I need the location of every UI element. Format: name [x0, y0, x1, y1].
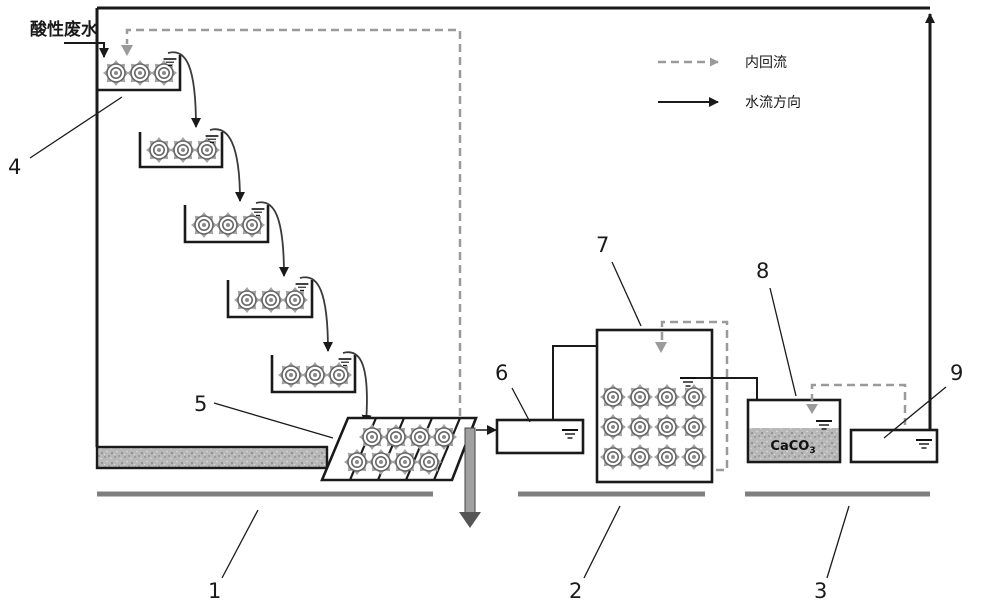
- filter-media: [277, 361, 305, 389]
- stage-label-6: 6: [495, 361, 508, 385]
- leader-6: [511, 387, 531, 423]
- cascade-tank-2: [138, 132, 224, 169]
- filter-media: [599, 443, 627, 471]
- filter-media: [102, 59, 130, 87]
- filter-media: [680, 443, 708, 471]
- stage-label-1: 1: [208, 579, 221, 603]
- caco3-label-subscript: 3: [809, 446, 815, 456]
- flow-arrow-tank6-tank7: [552, 341, 618, 420]
- stage-label-5: 5: [194, 392, 207, 416]
- legend-reflux-label: 内回流: [745, 55, 787, 71]
- filter-media: [190, 211, 218, 239]
- tank-9: [849, 428, 939, 464]
- inlet-arrow: [64, 42, 109, 58]
- leader-4: [29, 96, 123, 159]
- cascade-tank-1: [95, 55, 182, 92]
- reflux-marker-tank7: [655, 342, 667, 353]
- filter-media: [257, 286, 285, 314]
- leader-8: [769, 287, 797, 397]
- filter-media: [406, 423, 434, 451]
- filter-media: [391, 448, 419, 476]
- filter-media: [233, 286, 261, 314]
- flow-arrow-tank2-tank3: [209, 128, 245, 202]
- caco3-label-main: CaCO: [770, 439, 809, 454]
- flow-arrow-tank4-tank5: [299, 276, 333, 352]
- filter-media: [301, 361, 329, 389]
- caco3-label: CaCO3: [770, 439, 815, 456]
- stage-label-3: 3: [814, 579, 827, 603]
- stage-label-4: 4: [8, 155, 21, 179]
- reflux-line-filter: [125, 28, 462, 416]
- filter-media: [382, 423, 410, 451]
- filter-media: [626, 413, 654, 441]
- leader-9: [883, 386, 947, 439]
- filter-media: [626, 443, 654, 471]
- filter-media: [626, 383, 654, 411]
- filter-media: [358, 423, 386, 451]
- filter-media: [281, 286, 309, 314]
- slanted-filter: [320, 416, 478, 482]
- leader-7: [611, 261, 642, 327]
- filter-media: [367, 448, 395, 476]
- flow-arrow-tank7-tank8: [696, 377, 762, 409]
- reflux-line-tank7: [660, 320, 729, 472]
- leader-3: [826, 505, 850, 579]
- flow-arrow-tank3-tank4: [255, 201, 289, 277]
- sediment-bed: [95, 445, 329, 470]
- filter-media: [599, 413, 627, 441]
- filter-media: [599, 383, 627, 411]
- filter-media: [214, 211, 242, 239]
- stage-label-2: 2: [569, 579, 582, 603]
- filter-media: [680, 413, 708, 441]
- filter-media: [126, 59, 154, 87]
- filter-media: [193, 136, 221, 164]
- leader-5: [213, 402, 334, 439]
- flow-arrow-tank5-filter: [342, 351, 372, 425]
- tank-6: [495, 418, 585, 455]
- filter-media: [169, 136, 197, 164]
- filter-media: [150, 59, 178, 87]
- legend: 内回流 水流方向: [658, 55, 801, 111]
- leader-1: [221, 509, 259, 579]
- legend-flow-label: 水流方向: [745, 95, 801, 111]
- filter-media: [145, 136, 173, 164]
- tank-8: CaCO3: [746, 398, 842, 464]
- filter-media: [680, 383, 708, 411]
- flow-arrow-tank1-tank2: [167, 51, 201, 128]
- caco3-bed: [749, 428, 839, 461]
- filter-media: [415, 448, 443, 476]
- reflux-marker-tank8: [806, 404, 818, 414]
- stage-label-7: 7: [596, 233, 609, 257]
- reflux-inlet-marker: [121, 45, 133, 56]
- drain-arrow-icon: [459, 512, 481, 528]
- cascade-tank-3: [183, 205, 270, 244]
- filter-media: [653, 383, 681, 411]
- filter-media: [653, 413, 681, 441]
- stage-label-8: 8: [756, 259, 769, 283]
- leader-2: [583, 505, 621, 579]
- tank-7: [595, 328, 714, 484]
- cascade-tank-5: [270, 355, 357, 394]
- filter-media: [343, 448, 371, 476]
- filter-media: [238, 211, 266, 239]
- stage-label-9: 9: [950, 361, 963, 385]
- drain-pipe: [464, 427, 476, 514]
- water-level-icon: [294, 283, 310, 292]
- reflux-line-tank8: [810, 383, 907, 425]
- filter-media: [653, 443, 681, 471]
- filter-media: [325, 361, 353, 389]
- filter-media: [430, 423, 458, 451]
- cascade-tank-4: [226, 280, 314, 319]
- inlet-label: 酸性废水: [30, 19, 99, 40]
